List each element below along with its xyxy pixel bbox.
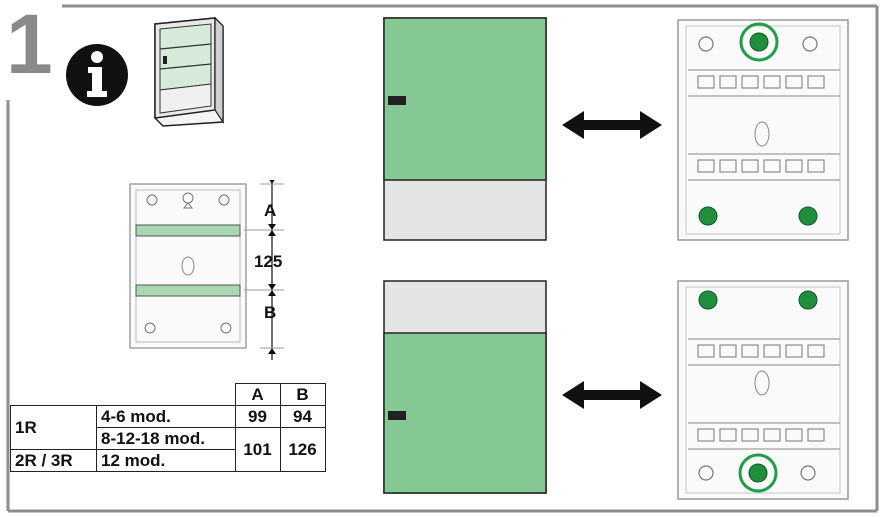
table-value-a: 99	[234, 405, 281, 428]
double-arrow-icon	[562, 111, 662, 139]
dimension-table: A B 1R 4-6 mod. 99 94 8-12-18 mod. 101 1…	[10, 383, 326, 472]
table-header-a: A	[234, 383, 281, 406]
dimension-label-b: B	[264, 303, 277, 322]
enclosure-dimension-drawing	[129, 180, 284, 360]
info-icon	[66, 44, 128, 106]
table-modules-cell: 8-12-18 mod.	[96, 427, 236, 450]
double-arrow-icon	[562, 381, 662, 409]
back-plate-bottom-config	[677, 280, 849, 500]
dimension-label-rail-spacing: 125	[254, 252, 283, 271]
table-group-label: 2R / 3R	[10, 449, 97, 472]
table-modules-cell: 4-6 mod.	[96, 405, 236, 428]
enclosure-thumbnail	[154, 16, 224, 127]
table-value-b: 126	[279, 427, 326, 472]
table-value-b: 94	[279, 405, 326, 428]
table-header-b: B	[279, 383, 326, 406]
table-group-label: 1R	[10, 405, 97, 450]
step-number: 1	[6, 0, 53, 91]
table-value-a: 101	[234, 427, 281, 472]
table-row: 8-12-18 mod. 101 126	[11, 427, 326, 472]
back-plate-top-config	[677, 19, 849, 241]
dimension-label-a: A	[264, 201, 277, 220]
enclosure-door-top-config	[383, 17, 547, 241]
enclosure-door-bottom-config	[383, 280, 547, 494]
table-row: 2R / 3R 12 mod.	[10, 449, 326, 472]
table-modules-cell: 12 mod.	[96, 449, 236, 472]
table-row: 1R 4-6 mod. 99 94	[10, 405, 326, 450]
table-header-row: A B	[11, 383, 326, 406]
